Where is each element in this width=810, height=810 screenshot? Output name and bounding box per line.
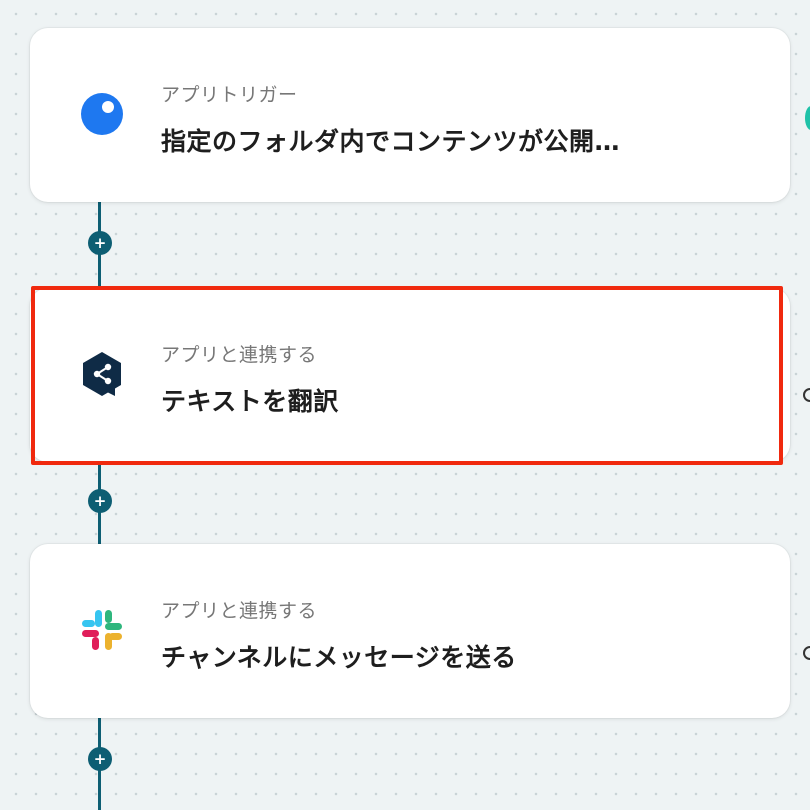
flow-step-card-slack[interactable]: アプリと連携する チャンネルにメッセージを送る bbox=[30, 544, 790, 718]
step-title: 指定のフォルダ内でコンテンツが公開… bbox=[161, 127, 621, 156]
step-type-label: アプリと連携する bbox=[161, 344, 318, 366]
flow-step-card-translate[interactable]: アプリと連携する テキストを翻訳 bbox=[30, 288, 790, 462]
add-step-button[interactable]: + bbox=[88, 231, 112, 255]
slack-icon bbox=[78, 606, 126, 654]
deepl-icon bbox=[78, 350, 126, 398]
step-title: テキストを翻訳 bbox=[161, 387, 339, 416]
side-status-indicator bbox=[805, 106, 810, 130]
step-type-label: アプリトリガー bbox=[161, 84, 298, 106]
step-title: チャンネルにメッセージを送る bbox=[161, 643, 517, 672]
flow-step-card-trigger[interactable]: アプリトリガー 指定のフォルダ内でコンテンツが公開… bbox=[30, 28, 790, 202]
add-step-button[interactable]: + bbox=[88, 747, 112, 771]
step-type-label: アプリと連携する bbox=[161, 600, 318, 622]
link-icon[interactable] bbox=[803, 646, 810, 660]
add-step-button[interactable]: + bbox=[88, 489, 112, 513]
blue-circle-trigger-icon bbox=[78, 90, 126, 138]
link-icon[interactable] bbox=[803, 388, 810, 402]
